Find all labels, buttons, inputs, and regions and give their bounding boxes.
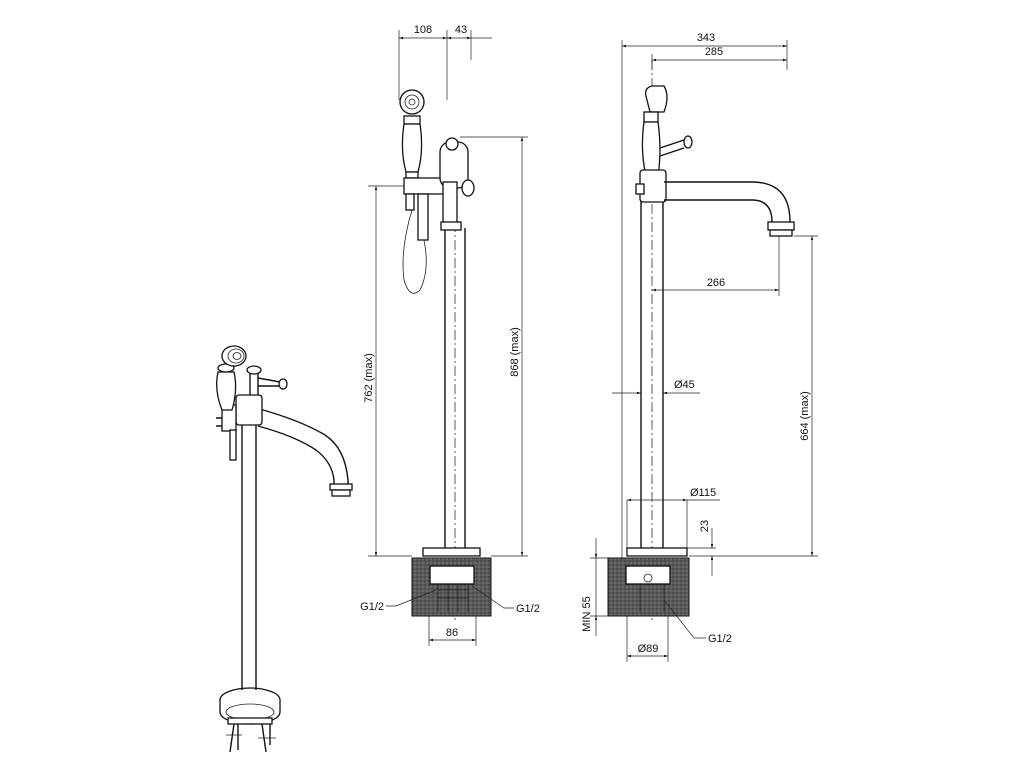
thread-right-label: G1/2 (516, 603, 540, 615)
side-view: 343 285 266 Ø45 Ø115 23 664 (max) MIN 55 (581, 32, 818, 662)
dim-266: 266 (707, 277, 725, 289)
dim-d115: Ø115 (690, 487, 716, 499)
front-view: 108 43 762 (max) 868 (max) G1/2 G1/2 86 (360, 24, 540, 646)
dim-43: 43 (455, 24, 467, 36)
dim-23: 23 (699, 520, 711, 532)
perspective-view (216, 345, 353, 753)
thread-left-label: G1/2 (360, 601, 384, 613)
dim-d45: Ø45 (674, 379, 695, 391)
dim-762-max: 762 (max) (363, 353, 375, 403)
dim-d89: Ø89 (638, 643, 659, 655)
dim-86: 86 (446, 627, 458, 639)
dim-285: 285 (705, 46, 723, 58)
dim-868-max: 868 (max) (509, 327, 521, 377)
dim-664-max: 664 (max) (799, 391, 811, 441)
dim-343: 343 (697, 32, 715, 44)
dim-108: 108 (414, 24, 432, 36)
dim-min-55: MIN 55 (581, 596, 593, 631)
side-thread-label: G1/2 (708, 633, 732, 645)
